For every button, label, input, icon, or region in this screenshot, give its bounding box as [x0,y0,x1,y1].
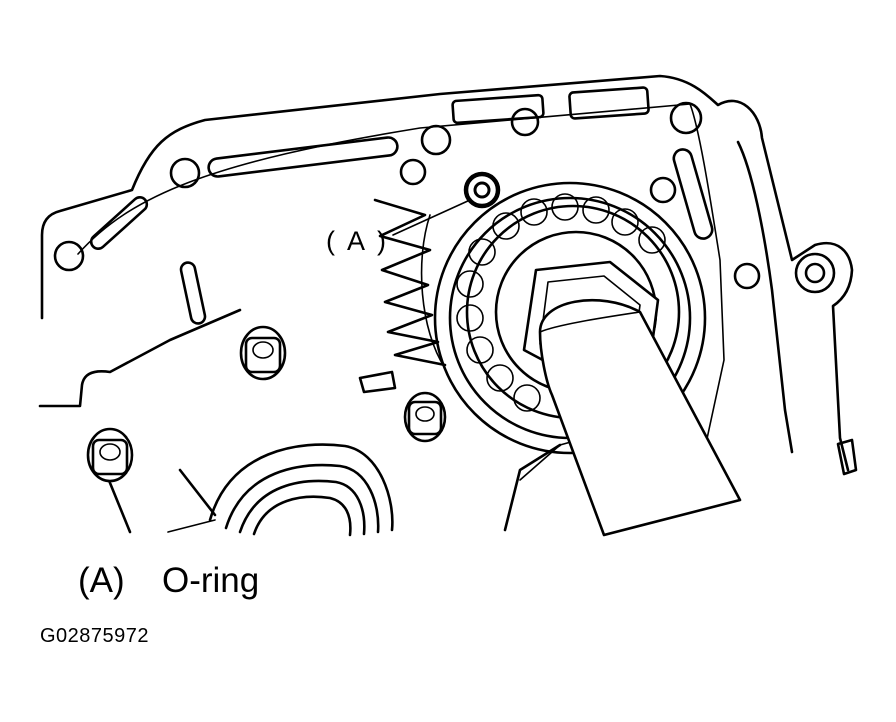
bolt-hole [649,176,677,204]
slot [568,86,650,120]
slot [207,136,399,178]
case-tab [358,370,397,394]
o-ring-leader-line [392,199,471,236]
case-inner-flange [77,103,725,481]
transmission-case-diagram [38,74,858,537]
slot [672,148,714,240]
slot [89,195,149,251]
bolt-hole [804,262,826,284]
bearing-rollers [456,193,666,412]
bolt-hole [169,157,201,189]
bolt-hole [794,252,836,294]
legend: (A) O-ring [78,563,259,598]
bolt-hole [420,124,452,156]
slot [451,93,545,125]
bolt [239,325,287,381]
bolt-hole [669,101,703,135]
case-right-rib [736,140,794,454]
slot [179,261,207,325]
bearing-outer-race [433,181,707,455]
case-tab [836,438,858,476]
gear-teeth [373,198,447,367]
legend-key: (A) [78,561,125,600]
socket-tool [538,298,742,537]
callout-a-label: ( A ) [326,226,390,256]
case-lower-edge [106,443,562,534]
output-housing [167,443,394,537]
bolt-hole [733,262,761,290]
bolt-hole [399,158,427,186]
bolt [403,391,447,443]
bolt-hole [53,240,85,272]
figure-id: G02875972 [40,625,150,647]
o-ring [463,171,501,209]
case-bottom-left [38,308,242,408]
gear-body [420,214,446,369]
bolt-hole [510,107,540,137]
bolt [86,427,134,483]
case-outline [40,74,854,472]
legend-description: O-ring [162,561,260,600]
socket-tool-edge [539,311,641,333]
